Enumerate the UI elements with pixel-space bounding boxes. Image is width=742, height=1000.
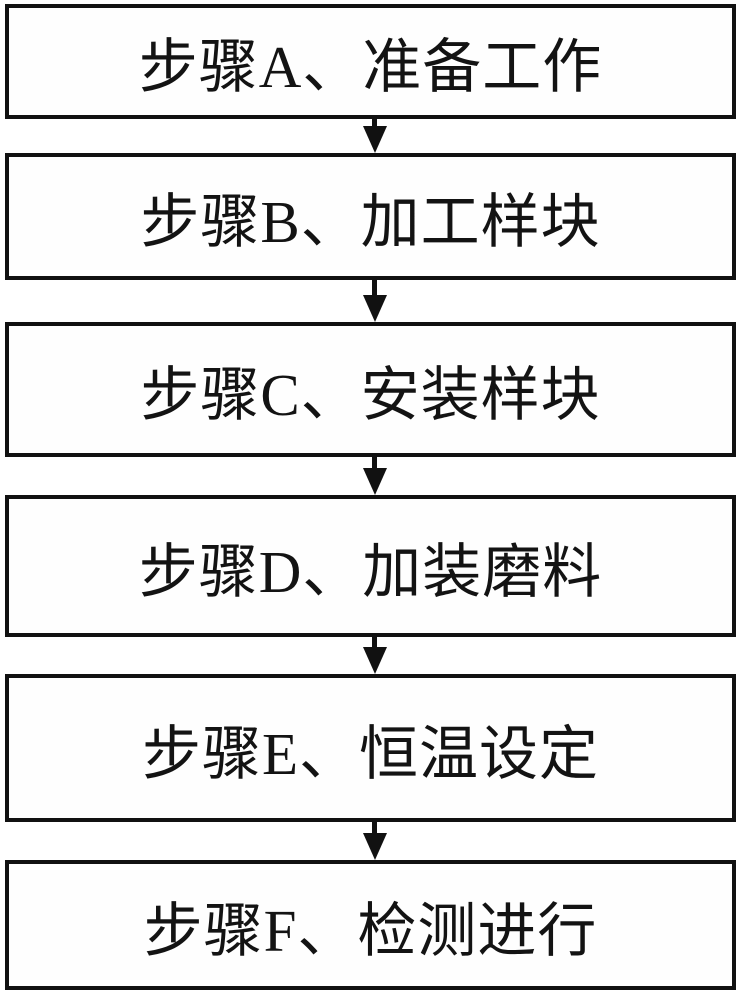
flow-step-label-b: 步骤B、加工样块 <box>140 189 601 255</box>
down-arrow-icon <box>9 822 740 860</box>
flow-step-box-d: 步骤D、加装磨料 <box>5 495 736 637</box>
flow-step-box-e: 步骤E、恒温设定 <box>5 674 736 822</box>
down-arrow-icon <box>9 637 740 674</box>
arrow-head <box>362 468 387 495</box>
flow-step-box-a: 步骤A、准备工作 <box>5 4 736 119</box>
flow-step-label-a: 步骤A、准备工作 <box>138 34 603 100</box>
flow-step-label-e: 步骤E、恒温设定 <box>141 720 600 787</box>
down-arrow-icon <box>9 280 740 322</box>
down-arrow-icon <box>9 457 740 495</box>
arrow-head <box>362 295 387 322</box>
arrow-stem <box>372 457 377 468</box>
flow-step-label-d: 步骤D、加装磨料 <box>138 538 603 605</box>
arrow-head <box>362 833 387 860</box>
down-arrow-icon <box>9 119 740 153</box>
flow-step-box-c: 步骤C、安装样块 <box>5 322 736 457</box>
flow-step-label-f: 步骤F、检测进行 <box>143 897 598 964</box>
arrow-head <box>362 647 387 674</box>
arrow-stem <box>372 280 377 295</box>
arrow-stem <box>372 119 377 126</box>
arrow-stem <box>372 637 377 647</box>
flow-step-box-f: 步骤F、检测进行 <box>5 860 736 990</box>
arrow-stem <box>372 822 377 833</box>
arrow-head <box>362 126 387 153</box>
flow-step-label-c: 步骤C、安装样块 <box>140 362 601 428</box>
flow-step-box-b: 步骤B、加工样块 <box>5 153 736 280</box>
